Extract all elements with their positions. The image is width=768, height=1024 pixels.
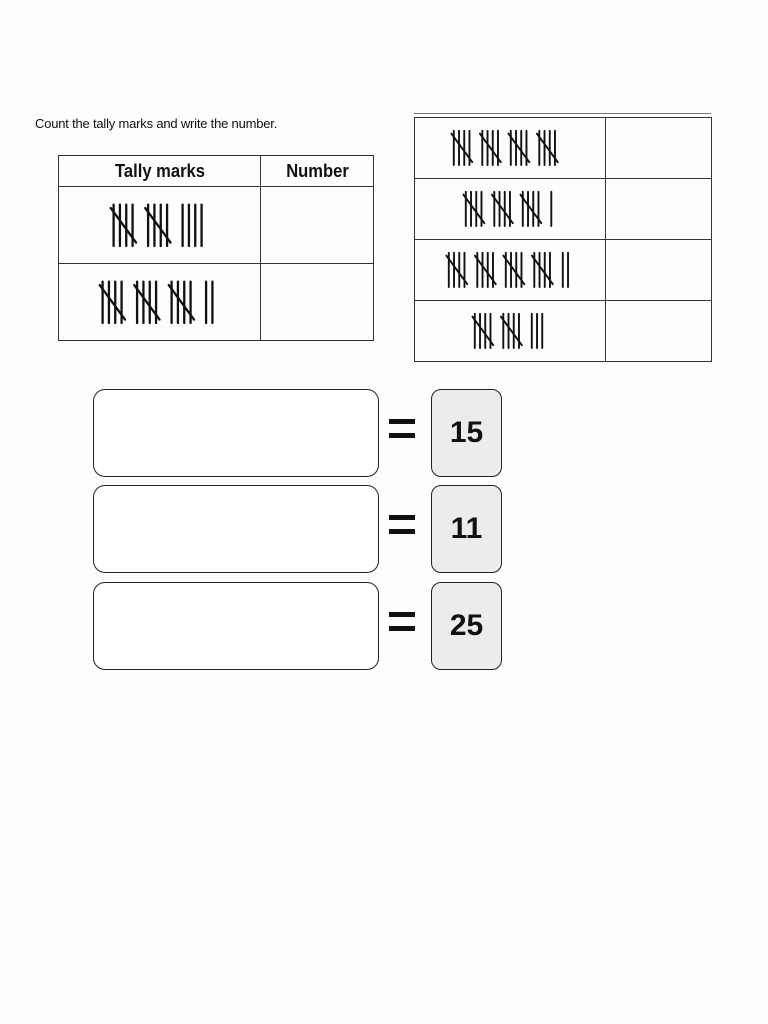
instruction-text: Count the tally marks and write the numb… [35,116,278,131]
tally-cell [414,239,606,301]
table-row [414,178,712,240]
tally-strike [445,254,469,286]
match-row-3: 25 [93,582,513,670]
tally-table-right [414,117,712,362]
table-row [58,186,374,264]
tally-strike [133,283,161,321]
tally-cell [58,186,261,264]
tally-cell [414,178,606,240]
tally-answer-box[interactable] [93,582,379,670]
tally-marks-graphic [98,280,214,324]
tally-marks-graphic [445,251,570,289]
tally-answer-box[interactable] [93,485,379,573]
tally-strike [462,193,486,225]
tally-strike [450,132,474,164]
number-box: 25 [431,582,502,670]
tally-strike [507,132,531,164]
tally-strike [474,254,497,286]
number-answer-cell[interactable] [260,186,374,264]
header-number: Number [264,155,370,187]
tally-strike [471,315,495,347]
number-answer-cell[interactable] [605,300,712,362]
equals-icon [389,515,417,541]
tally-cell [414,117,606,179]
number-answer-cell[interactable] [605,117,712,179]
crop-mask [50,343,380,353]
table-row [58,263,374,341]
tally-marks-graphic [462,190,553,228]
header-tally-marks: Tally marks [66,155,253,187]
tally-strike [536,132,560,164]
tally-strike [500,315,523,347]
table-row [414,300,712,362]
tally-strike [167,283,196,321]
tally-strike [491,193,514,225]
number-box: 15 [431,389,502,477]
match-row-2: 11 [93,485,513,573]
cropped-header-edge [414,113,711,116]
tally-strike [144,206,172,244]
table-row [414,117,712,179]
tally-cell [414,300,606,362]
table-row [414,239,712,301]
tally-marks-graphic [471,312,544,350]
number-answer-cell[interactable] [260,263,374,341]
tally-answer-box[interactable] [93,389,379,477]
tally-strike [502,254,526,286]
tally-marks-graphic [450,129,560,167]
number-answer-cell[interactable] [605,239,712,301]
equals-icon [389,612,417,638]
tally-marks-graphic [109,203,203,247]
match-row-1: 15 [93,389,513,477]
tally-strike [109,206,138,244]
number-answer-cell[interactable] [605,178,712,240]
tally-strike [98,283,127,321]
tally-strike [479,132,503,164]
tally-strike [519,193,543,225]
table-header-row: Tally marks Number [59,155,374,187]
tally-cell [58,263,261,341]
number-box: 11 [431,485,502,573]
equals-icon [389,419,417,445]
tally-table-left: Tally marks Number [58,155,374,341]
tally-strike [531,254,554,286]
